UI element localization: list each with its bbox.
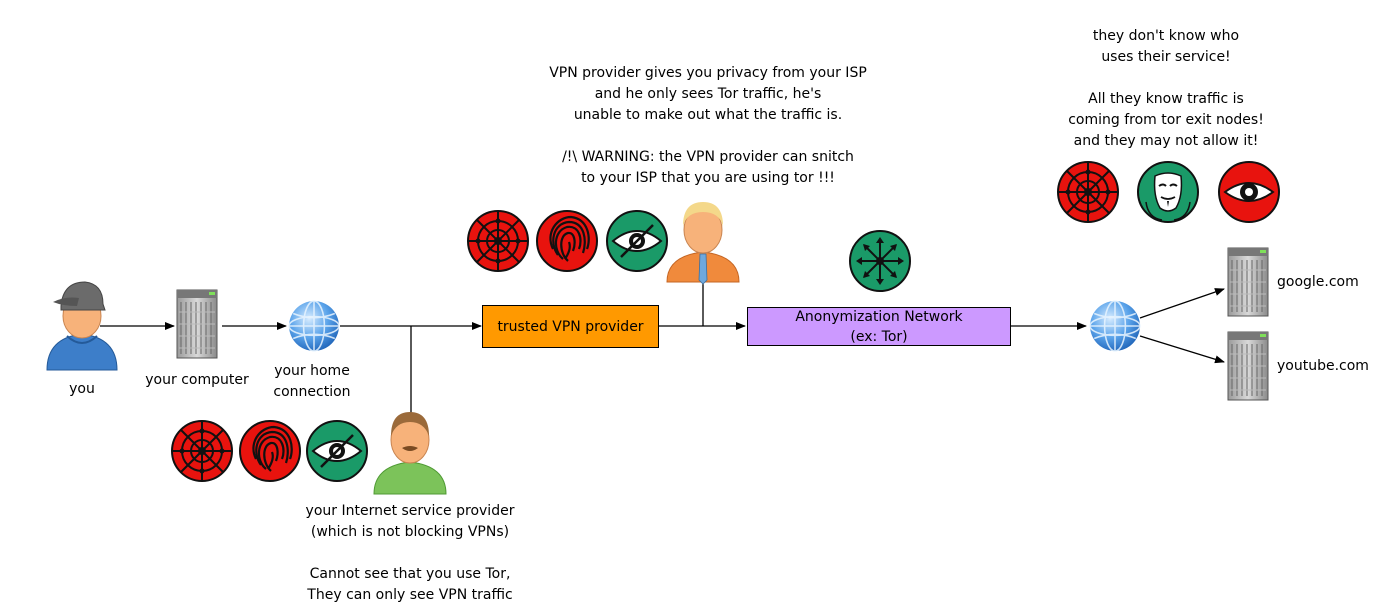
vpn-targeting-icon xyxy=(467,210,529,272)
isp-fingerprint-icon xyxy=(238,419,302,483)
isp-targeting-icon xyxy=(171,420,233,482)
youtube-server-icon xyxy=(1227,331,1269,401)
exit-anonymous-mask-icon xyxy=(1137,161,1199,223)
home-connection-label: your home connection xyxy=(273,363,351,400)
vpn-crossed-eye-icon xyxy=(605,209,669,273)
exit-targeting-icon xyxy=(1057,161,1119,223)
isp-person-icon xyxy=(373,412,447,495)
user-avatar-icon xyxy=(46,281,118,371)
anonymization-network-box: Anonymization Network (ex: Tor) xyxy=(747,307,1011,346)
computer-label: your computer xyxy=(145,372,249,388)
vpn-note: VPN provider gives you privacy from your… xyxy=(549,65,867,186)
youtube-label: youtube.com xyxy=(1277,358,1369,374)
edge-exit-youtube xyxy=(1139,335,1225,364)
vpn-provider-box: trusted VPN provider xyxy=(482,305,659,348)
vpn-person-icon xyxy=(666,202,740,285)
tor-network-hub-icon xyxy=(849,230,911,292)
edge-exit-google xyxy=(1139,288,1225,319)
google-label: google.com xyxy=(1277,274,1359,290)
exit-node-note: they don't know who uses their service! … xyxy=(1068,28,1264,149)
anon-network-title: Anonymization Network xyxy=(795,308,963,325)
exit-eye-icon xyxy=(1218,161,1280,223)
computer-server-icon xyxy=(176,289,218,359)
exit-node-globe-icon xyxy=(1089,300,1141,352)
isp-crossed-eye-icon xyxy=(305,419,369,483)
home-connection-globe-icon xyxy=(288,300,340,352)
you-label: you xyxy=(69,381,95,397)
anon-network-subtitle: (ex: Tor) xyxy=(850,328,908,345)
connections xyxy=(100,272,1225,418)
google-server-icon xyxy=(1227,247,1269,317)
vpn-provider-label: trusted VPN provider xyxy=(497,318,644,335)
vpn-fingerprint-icon xyxy=(535,209,599,273)
isp-note: your Internet service provider (which is… xyxy=(305,503,515,603)
